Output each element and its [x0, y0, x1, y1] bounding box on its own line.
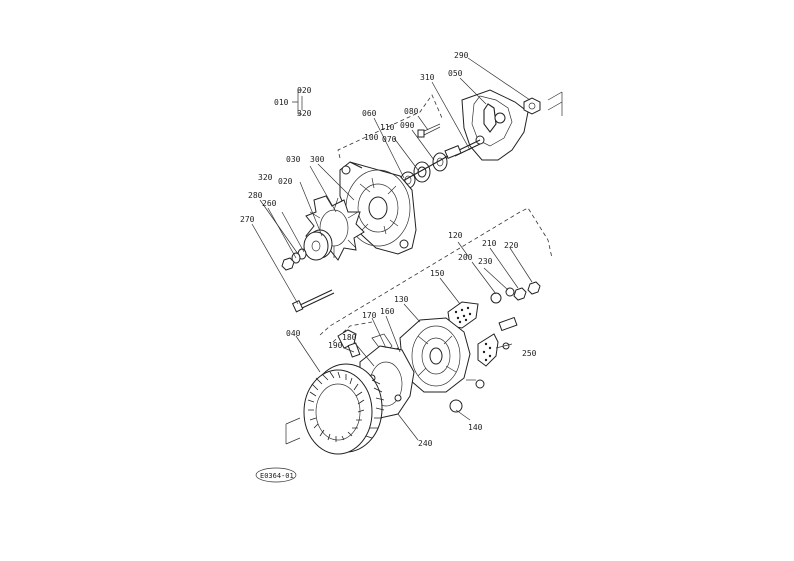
- callout-090: 090: [400, 121, 415, 130]
- callout-190: 190: [328, 341, 343, 350]
- callout-260: 260: [262, 199, 277, 208]
- through-bolt-270: [291, 289, 335, 313]
- diode-140: [449, 399, 463, 413]
- callout-020: 020: [278, 177, 293, 186]
- callout-080: 080: [404, 107, 419, 116]
- assembly-ref-020: 020: [297, 86, 312, 95]
- stator-040: [285, 363, 385, 455]
- assembly-label: 010: [274, 98, 289, 107]
- callout-060: 060: [362, 109, 377, 118]
- pulley-020: [303, 229, 333, 261]
- callout-labels: 290 050 310 060 080 110 090 100 070 030 …: [240, 51, 537, 448]
- assembly-reference: 010 020 320: [274, 86, 312, 118]
- callout-130: 130: [394, 295, 409, 304]
- callout-280: 280: [248, 191, 263, 200]
- callout-300: 300: [310, 155, 325, 164]
- callout-200: 200: [458, 253, 473, 262]
- callout-210: 210: [482, 239, 497, 248]
- rear-housing: [444, 89, 529, 161]
- callout-040: 040: [286, 329, 301, 338]
- washers-320-280-260: [281, 248, 307, 271]
- callout-230: 230: [478, 257, 493, 266]
- callout-050: 050: [448, 69, 463, 78]
- callout-320: 320: [258, 173, 273, 182]
- callout-290: 290: [454, 51, 469, 60]
- drawing-code-stamp: E0364-01: [255, 467, 297, 483]
- callout-250: 250: [522, 349, 537, 358]
- leader-lines: [251, 57, 533, 441]
- callout-140: 140: [468, 423, 483, 432]
- callout-220: 220: [504, 241, 519, 250]
- callout-070: 070: [382, 135, 397, 144]
- callout-110: 110: [380, 123, 395, 132]
- rear-bracket-130: [399, 317, 485, 393]
- callout-170: 170: [362, 311, 377, 320]
- callout-180: 180: [342, 333, 357, 342]
- callout-030: 030: [286, 155, 301, 164]
- nuts-200-230-210-220: [490, 281, 541, 304]
- nut-290: [523, 91, 563, 116]
- callout-240: 240: [418, 439, 433, 448]
- callout-150: 150: [430, 269, 445, 278]
- callout-100: 100: [364, 133, 379, 142]
- assembly-ref-320: 320: [297, 109, 312, 118]
- heatsink-250: [477, 316, 518, 367]
- callout-310: 310: [420, 73, 435, 82]
- callout-160: 160: [380, 307, 395, 316]
- drawing-code: E0364-01: [260, 472, 294, 480]
- callout-270: 270: [240, 215, 255, 224]
- bolt-080: [417, 123, 441, 138]
- callout-120: 120: [448, 231, 463, 240]
